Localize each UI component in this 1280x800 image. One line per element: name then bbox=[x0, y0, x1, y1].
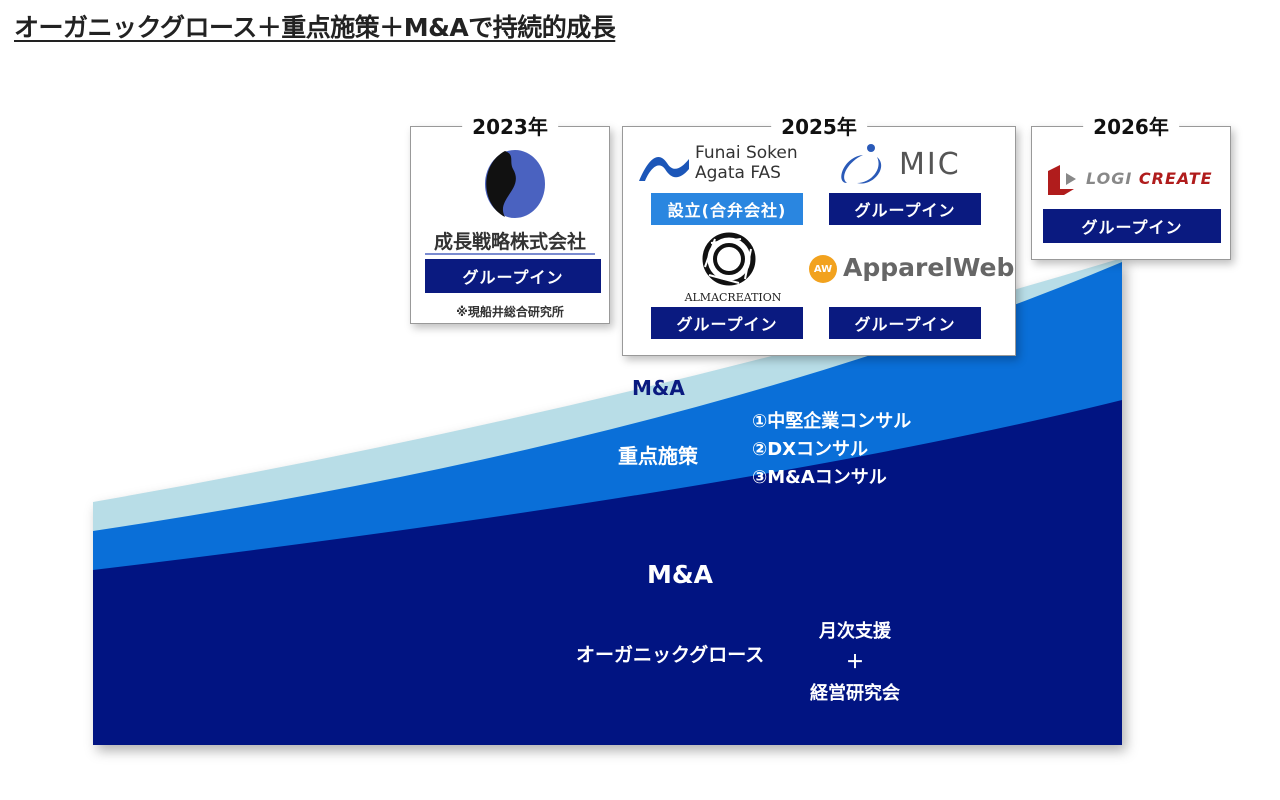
group-in-badge: グループイン bbox=[829, 307, 981, 339]
funai-logo-text: Funai Soken Agata FAS bbox=[695, 143, 798, 183]
focus-label: 重点施策 bbox=[618, 444, 698, 468]
note: ※現船井総合研究所 bbox=[456, 305, 564, 319]
apparelweb-logo-text: ApparelWeb bbox=[843, 253, 1015, 282]
seicho-senryaku-logo-icon bbox=[485, 150, 545, 218]
organic-item: 経営研究会 bbox=[810, 683, 900, 704]
group-in-badge: グループイン bbox=[425, 259, 601, 293]
almacreation-logo-icon bbox=[702, 232, 756, 286]
apparelweb-logo-icon: AW bbox=[809, 255, 837, 283]
funai-wave-logo-icon bbox=[639, 157, 689, 181]
almacreation-logo-text: ALMACREATION bbox=[684, 291, 782, 304]
focus-item: ②DXコンサル bbox=[752, 439, 869, 460]
established-badge: 設立(合弁会社) bbox=[651, 193, 803, 225]
focus-item: ①中堅企業コンサル bbox=[752, 411, 912, 432]
company-name: 成長戦略株式会社 bbox=[433, 231, 586, 253]
logo-part: CREATE bbox=[1138, 169, 1213, 188]
year-label: 2025年 bbox=[771, 111, 867, 140]
group-in-badge: グループイン bbox=[829, 193, 981, 225]
focus-items: ①中堅企業コンサル ②DXコンサル ③M&Aコンサル bbox=[752, 408, 911, 492]
mic-logo-icon bbox=[841, 144, 882, 184]
box-2025: 2025年 Funai Soken Agata FAS 設立(合弁会社) MIC… bbox=[622, 111, 1016, 356]
mic-logo-text: MIC bbox=[899, 147, 961, 182]
divider bbox=[425, 253, 595, 255]
organic-label: オーガニックグロース bbox=[576, 644, 765, 666]
logicreate-logo-text: LOGI CREATE bbox=[1086, 169, 1213, 188]
group-in-badge: グループイン bbox=[1043, 209, 1221, 243]
logicreate-logo-icon bbox=[1048, 165, 1076, 195]
organic-item: ＋ bbox=[846, 652, 864, 673]
logo-line: Agata FAS bbox=[695, 163, 781, 183]
box-2023: 2023年 成長戦略株式会社 グループイン ※現船井総合研究所 bbox=[410, 111, 610, 324]
year-label: 2023年 bbox=[462, 111, 558, 140]
ma-top-label: M&A bbox=[632, 376, 685, 400]
year-label: 2026年 bbox=[1083, 111, 1179, 140]
logo-part: LOGI bbox=[1086, 169, 1133, 188]
ma-base-label: M&A bbox=[647, 560, 714, 589]
focus-item: ③M&Aコンサル bbox=[752, 467, 887, 488]
organic-layer bbox=[93, 400, 1122, 745]
page-title: オーガニックグロース＋重点施策＋M&Aで持続的成長 bbox=[14, 13, 616, 42]
organic-items: 月次支援 ＋ 経営研究会 bbox=[790, 616, 920, 709]
box-2026: 2026年 LOGI CREATE グループイン bbox=[1031, 111, 1231, 260]
logo-line: Funai Soken bbox=[695, 143, 798, 163]
group-in-badge: グループイン bbox=[651, 307, 803, 339]
organic-item: 月次支援 bbox=[819, 621, 891, 642]
